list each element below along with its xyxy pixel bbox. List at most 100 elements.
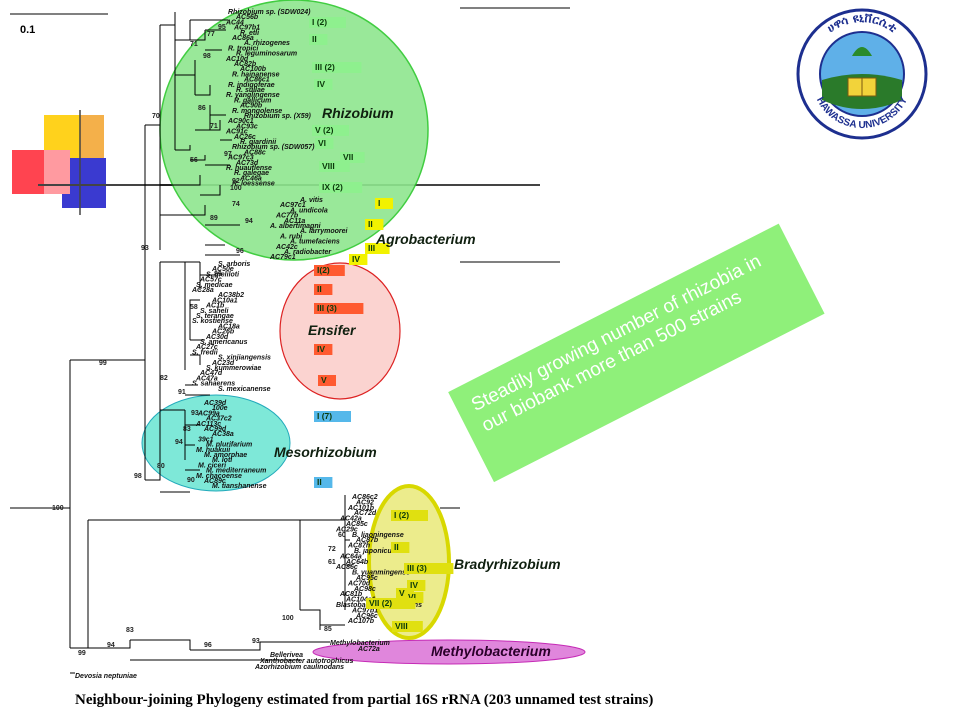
group-tag-label: I (2)	[312, 17, 327, 27]
leaf-label: S. kummerowiae	[206, 365, 261, 372]
leaf-label: AC91c	[225, 129, 248, 136]
leaf-label: A. rubi	[279, 233, 303, 240]
bootstrap-value: 99	[78, 650, 86, 657]
bootstrap-value: 71	[210, 123, 218, 130]
group-tag-bg	[365, 219, 384, 230]
group-tag-label: VIII	[395, 621, 408, 631]
genus-methylobacterium: Methylobacterium	[431, 643, 551, 659]
genus-bradyrhizobium: Bradyrhizobium	[454, 556, 561, 572]
bootstrap-value: 98	[203, 53, 211, 60]
leaf-label: AC93c	[235, 123, 258, 130]
group-tag-bg	[375, 198, 393, 209]
leaf-label: AC97b1	[233, 25, 260, 32]
leaf-label: AC96c	[355, 613, 378, 620]
leaf-label: AC57c	[199, 277, 222, 284]
group-tag-label: II	[394, 542, 399, 552]
leaf-label: M. amorphae	[204, 452, 247, 459]
bootstrap-value: 93	[141, 245, 149, 252]
leaf-label: AC38a	[211, 431, 234, 438]
leaf-label: AC87h	[347, 543, 370, 550]
leaf-label: S. xinjiangensis	[218, 355, 271, 362]
bootstrap-value: 82	[160, 375, 168, 382]
leaf-label: R. gallicum	[234, 97, 271, 104]
leaf-label: A. tumefaciens	[289, 239, 340, 246]
leaf-label: A. undicola	[289, 207, 328, 214]
group-tag-bg	[366, 598, 416, 609]
leaf-label: R. tropici	[228, 45, 259, 52]
leaf-label: AC38b2	[217, 292, 244, 299]
leaf-label: Rhizobium sp. (X59)	[244, 113, 312, 120]
bootstrap-value: 89	[214, 271, 222, 278]
bootstrap-value: 61	[328, 559, 336, 566]
leaf-label: S. americanus	[200, 339, 248, 346]
leaf-label: AC64b	[345, 559, 369, 566]
leaf-label: A. larrymoorei	[299, 228, 349, 235]
leaf-label: R. etli	[240, 30, 260, 37]
tree-branches	[10, 7, 570, 674]
leaf-label: AC95c	[355, 575, 378, 582]
bootstrap-value: 95	[218, 24, 226, 31]
group-tag-bg	[318, 375, 336, 386]
group-tag-bg	[391, 542, 410, 553]
leaf-label: M. huakuii	[196, 447, 231, 454]
group-tag-bg	[392, 621, 423, 632]
leaf-label: S. arboris	[218, 261, 250, 268]
group-tag-label: V	[399, 588, 405, 598]
leaf-label: R. huautlense	[226, 165, 272, 172]
leaf-label: AC97c1	[279, 202, 306, 209]
group-tag-bg	[319, 161, 350, 172]
leaf-label: B. yuanmingense	[352, 570, 410, 577]
group-tag-label: II	[317, 477, 322, 487]
leaf-label: AC26b	[211, 329, 235, 336]
bootstrap-value: 85	[324, 626, 332, 633]
leaf-label: AC47a	[195, 375, 218, 382]
leaf-label: AC56b	[235, 14, 259, 21]
leaf-label: AC99d	[203, 426, 227, 433]
bootstrap-value: 97	[224, 151, 232, 158]
leaf-label: S. meliloti	[206, 271, 240, 278]
bootstrap-value: 71	[190, 41, 198, 48]
group-tag-label: VI	[408, 592, 416, 602]
bootstrap-value: 98	[134, 473, 142, 480]
group-tag-bg	[314, 284, 333, 295]
mesorhizobium-ellipse	[141, 394, 291, 492]
banner-text: Steadily growing number of rhizobia in o…	[468, 250, 765, 437]
decorative-squares	[12, 110, 540, 215]
group-tag-bg	[319, 182, 363, 193]
leaf-label: AC92	[355, 499, 374, 506]
group-tag-bg	[407, 580, 426, 591]
bootstrap-value: 92	[232, 178, 240, 185]
leaf-label: S. sahaerens	[192, 381, 235, 388]
leaf-label: AC28a	[191, 287, 214, 294]
group-tag-label: VIII	[322, 161, 335, 171]
leaf-label: AC82b	[233, 61, 257, 68]
leaf-label: R. galegae	[234, 170, 269, 177]
leaf-label: R. sullae	[236, 87, 265, 94]
bootstrap-value: 56	[190, 157, 198, 164]
leaf-label: AC29c	[335, 526, 358, 533]
group-tag-label: I (7)	[317, 411, 332, 421]
leaf-label: Xanthobacter autotrophicus	[259, 658, 353, 665]
group-tag-label: III (3)	[317, 303, 337, 313]
leaf-label: A. rhizogenes	[243, 40, 290, 47]
leaf-label: AC98c	[353, 586, 376, 593]
leaf-label: Bellerivea	[270, 652, 303, 659]
leaf-label: AC101b	[347, 505, 375, 512]
leaf-label: Rhizobium sp. (SDW024)	[228, 9, 311, 16]
leaf-label: AC89c	[203, 478, 226, 485]
bootstrap-value: 83	[126, 627, 134, 634]
genus-agrobacterium: Agrobacterium	[375, 231, 476, 247]
group-tag-bg	[314, 303, 364, 314]
group-tag-label: II	[317, 284, 322, 294]
leaf-label: AC72a	[357, 646, 380, 653]
group-tag-bg	[314, 79, 333, 90]
leaf-label: AC88c	[243, 149, 266, 156]
leaf-label: A. vitis	[299, 197, 323, 204]
group-tag-bg	[405, 592, 424, 603]
leaf-label: AC64a	[339, 553, 362, 560]
leaf-label: AC47d	[199, 370, 223, 377]
bootstrap-value: 80	[157, 463, 165, 470]
leaf-label: M. chacoense	[196, 473, 242, 480]
group-tag-bg	[309, 17, 346, 28]
